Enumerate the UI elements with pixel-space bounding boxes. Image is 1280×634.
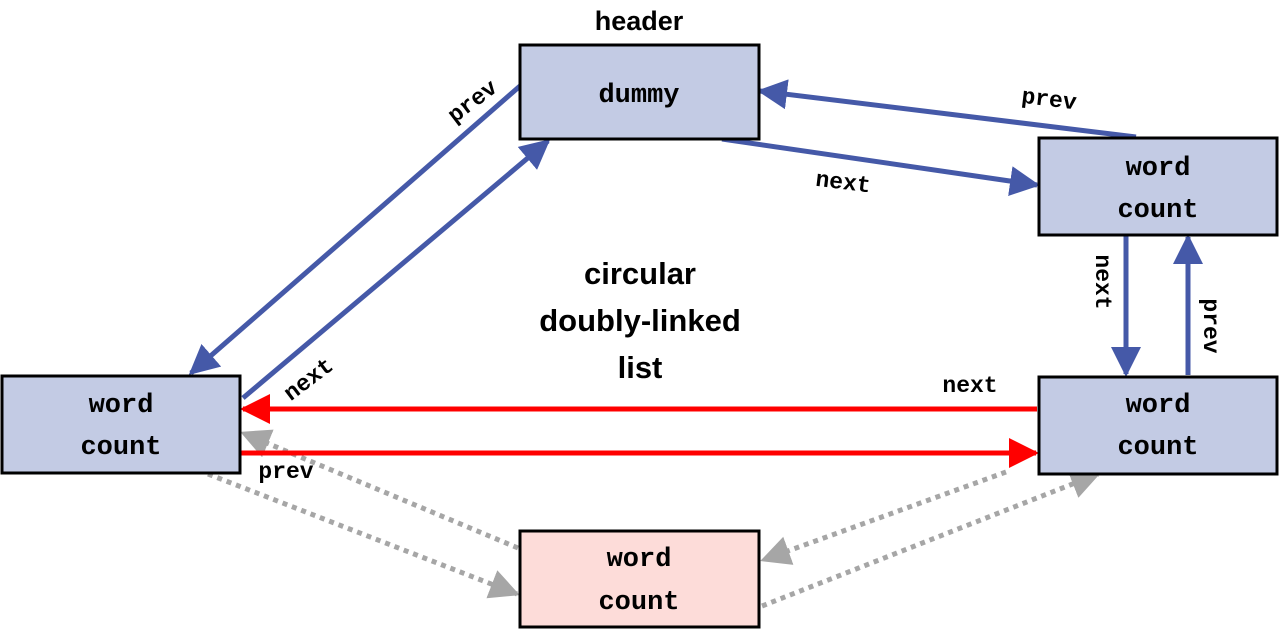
node-new-line1: word (607, 545, 672, 575)
header-label: header (595, 6, 684, 36)
link-bottomright-to-new (760, 469, 1007, 565)
node-left-line1: word (89, 391, 154, 421)
node-left-line2: count (80, 433, 161, 463)
link-left-to-new (207, 471, 520, 599)
node-new: word count (518, 529, 761, 629)
label-bottomright-topright-prev: prev (1197, 298, 1223, 353)
link-left-next-to-dummy (241, 139, 551, 400)
node-bottom-right: word count (1037, 375, 1279, 476)
node-dummy-box (518, 43, 761, 141)
node-bottom-right-line1: word (1126, 391, 1191, 421)
link-dummy-prev-to-left (188, 84, 522, 375)
link-topright-prev-to-dummy (757, 79, 1137, 140)
title-line-1: circular (584, 256, 696, 291)
diagram-title: circular doubly-linked list (539, 256, 741, 385)
node-dummy: dummy (518, 43, 761, 141)
node-top-right: word count (1037, 136, 1279, 237)
node-bottom-right-box (1037, 375, 1279, 476)
node-new-line2: count (598, 588, 679, 618)
label-left-bottomright-prev: prev (258, 459, 313, 485)
label-bottomright-left-next: next (942, 373, 997, 399)
node-top-right-line2: count (1117, 196, 1198, 226)
label-topright-bottomright-next: next (1089, 254, 1115, 309)
node-dummy-label: dummy (598, 81, 679, 111)
label-dummy-left-prev: prev (443, 75, 503, 129)
title-line-2: doubly-linked (539, 303, 741, 338)
node-left-box (0, 374, 242, 475)
link-dummy-next-to-topright (721, 136, 1040, 196)
title-line-3: list (618, 350, 663, 385)
node-top-right-box (1037, 136, 1279, 237)
label-dummy-topright-next: next (814, 167, 872, 200)
node-top-right-line1: word (1126, 154, 1191, 184)
red-links (240, 394, 1039, 468)
link-new-to-left (240, 429, 519, 551)
node-bottom-right-line2: count (1117, 433, 1198, 463)
blue-links (188, 79, 1203, 400)
link-new-to-bottomright (761, 469, 1101, 609)
node-new-box (518, 529, 761, 629)
gray-links (207, 429, 1101, 609)
node-left: word count (0, 374, 242, 475)
label-topright-dummy-prev: prev (1020, 84, 1078, 117)
